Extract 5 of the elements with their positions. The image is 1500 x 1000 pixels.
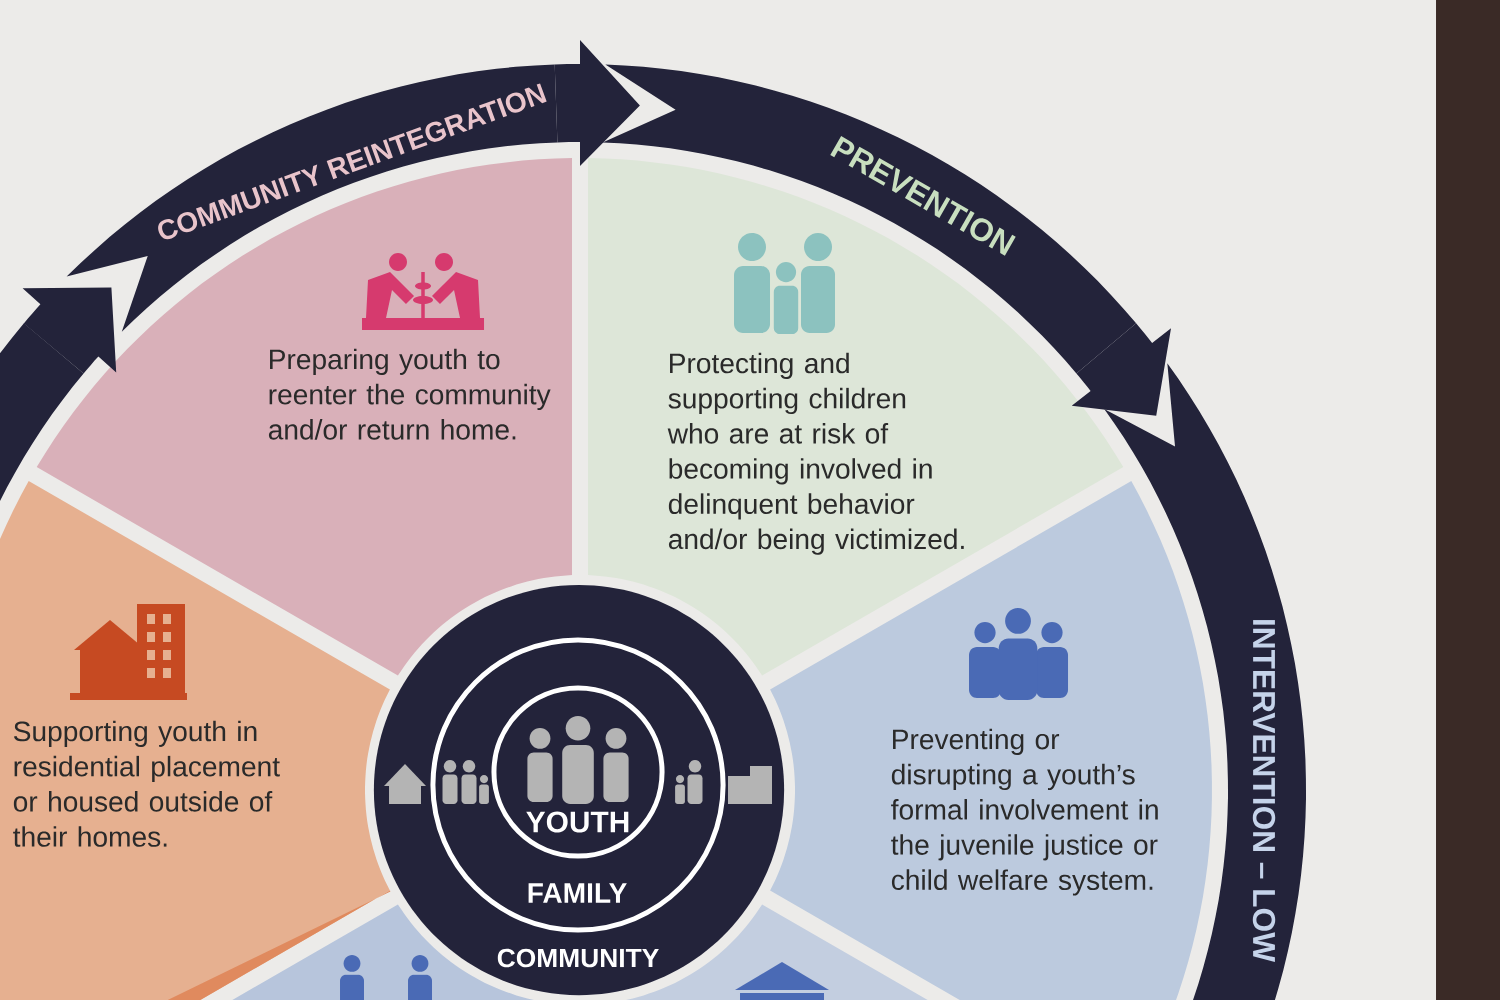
arrowhead bbox=[554, 40, 640, 166]
arrowhead bbox=[1071, 323, 1171, 416]
arrowhead bbox=[22, 287, 117, 374]
ring-band bbox=[0, 323, 84, 502]
sector-segment: Supporting youth in residential placement or housed outside of their homes. bbox=[0, 481, 391, 1000]
